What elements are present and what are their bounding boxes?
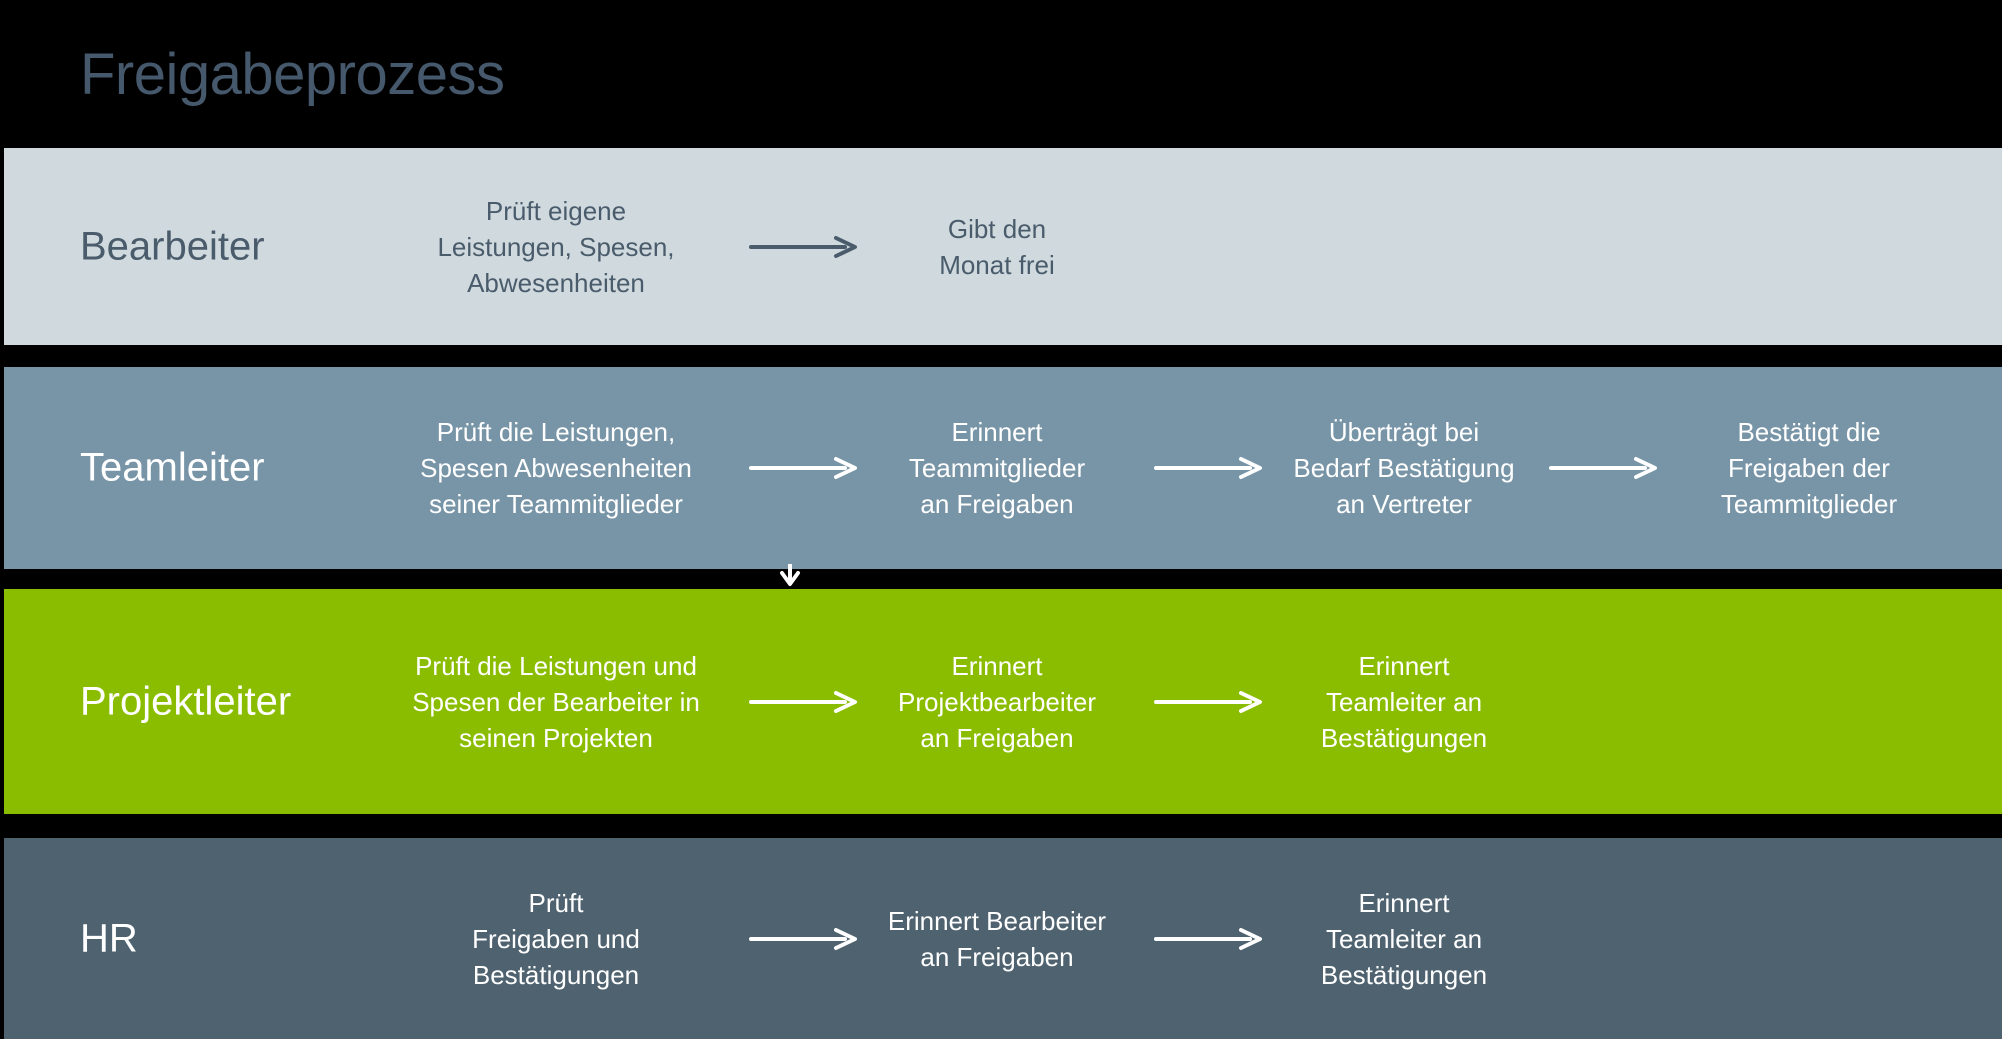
- process-step: Prüft eigene Leistungen, Spesen, Abwesen…: [437, 195, 675, 298]
- right-arrow-icon: [1154, 927, 1264, 951]
- down-arrow-icon: [778, 564, 802, 588]
- process-step: Prüft die Leistungen und Spesen der Bear…: [412, 650, 700, 753]
- right-arrow-icon: [749, 235, 859, 259]
- process-step: Erinnert Teammitglieder an Freigaben: [908, 417, 1086, 519]
- lane-label-projektleiter: Projektleiter: [80, 679, 292, 723]
- process-step: Gibt den Monat frei: [939, 213, 1055, 280]
- right-arrow-icon: [1549, 456, 1659, 480]
- right-arrow-icon: [1154, 690, 1264, 714]
- process-step: Erinnert Teamleiter an Bestätigungen: [1320, 887, 1488, 990]
- process-step: Erinnert Bearbeiter an Freigaben: [887, 905, 1107, 972]
- process-step: Prüft die Leistungen, Spesen Abwesenheit…: [420, 417, 692, 519]
- process-step: Bestätigt die Freigaben der Teammitglied…: [1720, 417, 1898, 519]
- page-title: Freigabeprozess: [80, 41, 505, 107]
- process-step: Prüft Freigaben und Bestätigungen: [472, 887, 640, 990]
- right-arrow-icon: [749, 690, 859, 714]
- right-arrow-icon: [1154, 456, 1264, 480]
- right-arrow-icon: [749, 456, 859, 480]
- lane-label-hr: HR: [80, 916, 138, 960]
- process-step: Erinnert Projektbearbeiter an Freigaben: [898, 650, 1096, 753]
- process-step: Überträgt bei Bedarf Bestätigung an Vert…: [1293, 417, 1515, 519]
- process-step: Erinnert Teamleiter an Bestätigungen: [1320, 650, 1488, 753]
- lane-label-teamleiter: Teamleiter: [80, 445, 265, 490]
- lane-bearbeiter: Bearbeiter Prüft eigene Leistungen, Spes…: [4, 148, 2002, 345]
- lane-projektleiter: Projektleiter Prüft die Leistungen und S…: [4, 589, 2002, 814]
- lane-teamleiter: Teamleiter Prüft die Leistungen, Spesen …: [4, 367, 2002, 569]
- diagram-header: Freigabeprozess: [0, 0, 2002, 148]
- lane-hr: HR Prüft Freigaben und Bestätigungen Eri…: [4, 838, 2002, 1039]
- lane-label-bearbeiter: Bearbeiter: [80, 224, 265, 268]
- right-arrow-icon: [749, 927, 859, 951]
